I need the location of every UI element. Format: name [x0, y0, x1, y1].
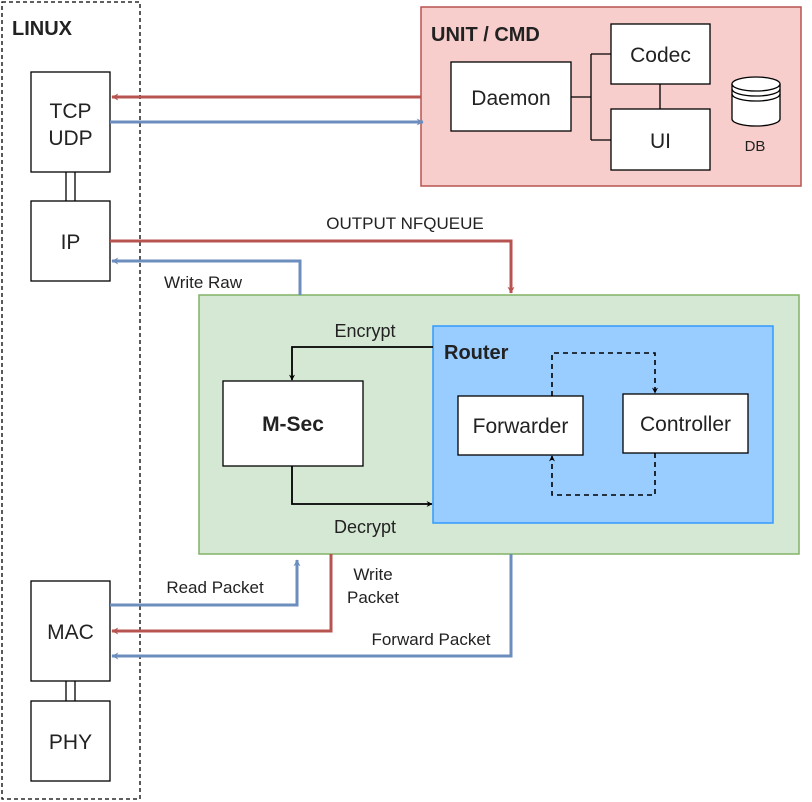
arrow-forwarder-to-controller	[551, 352, 658, 396]
decrypt-label: Decrypt	[334, 517, 396, 537]
ip-box	[30, 200, 111, 282]
ip-label: IP	[61, 231, 81, 254]
arrow-read-packet	[110, 559, 301, 607]
daemon-box	[450, 61, 572, 132]
forward-packet-label: Forward Packet	[371, 630, 490, 649]
phy-box	[30, 700, 111, 782]
linux-container	[1, 1, 141, 800]
forwarder-box	[457, 395, 584, 456]
write-packet-label-line2: Packet	[347, 588, 399, 607]
msec-box	[222, 380, 364, 467]
router-title: Router	[444, 342, 509, 364]
arrow-write-packet	[111, 554, 333, 635]
arrow-controller-to-forwarder	[549, 453, 656, 496]
arrow-output-nfqueue	[110, 239, 515, 294]
daemon-label: Daemon	[471, 87, 550, 110]
tcp-udp-box	[30, 71, 111, 173]
phy-label: PHY	[49, 731, 92, 754]
db-icon	[731, 76, 781, 127]
codec-label: Codec	[630, 44, 691, 67]
write-packet-label-line1: Write	[353, 565, 392, 584]
forwarder-label: Forwarder	[473, 415, 569, 438]
ui-label: UI	[650, 130, 671, 153]
output-nfqueue-label: OUTPUT NFQUEUE	[326, 214, 483, 233]
daemon-tree-connector	[571, 53, 611, 141]
controller-label: Controller	[640, 413, 731, 436]
arrow-write-raw	[111, 257, 302, 295]
db-label: DB	[745, 138, 766, 155]
codec-box	[610, 23, 711, 85]
encrypt-label: Encrypt	[334, 321, 395, 341]
udp-label: UDP	[48, 127, 92, 150]
mac-label: MAC	[47, 621, 94, 644]
unit-cmd-title: UNIT / CMD	[431, 24, 540, 46]
write-raw-label: Write Raw	[164, 273, 243, 292]
read-packet-label: Read Packet	[166, 578, 264, 597]
mac-box	[30, 580, 111, 682]
arrow-decrypt	[291, 466, 433, 507]
controller-box	[622, 393, 749, 454]
linux-title: LINUX	[12, 18, 73, 40]
msec-label: M-Sec	[262, 413, 324, 436]
tcp-label: TCP	[50, 100, 92, 123]
arrow-forward-packet	[111, 554, 513, 660]
arrow-encrypt	[289, 346, 433, 381]
